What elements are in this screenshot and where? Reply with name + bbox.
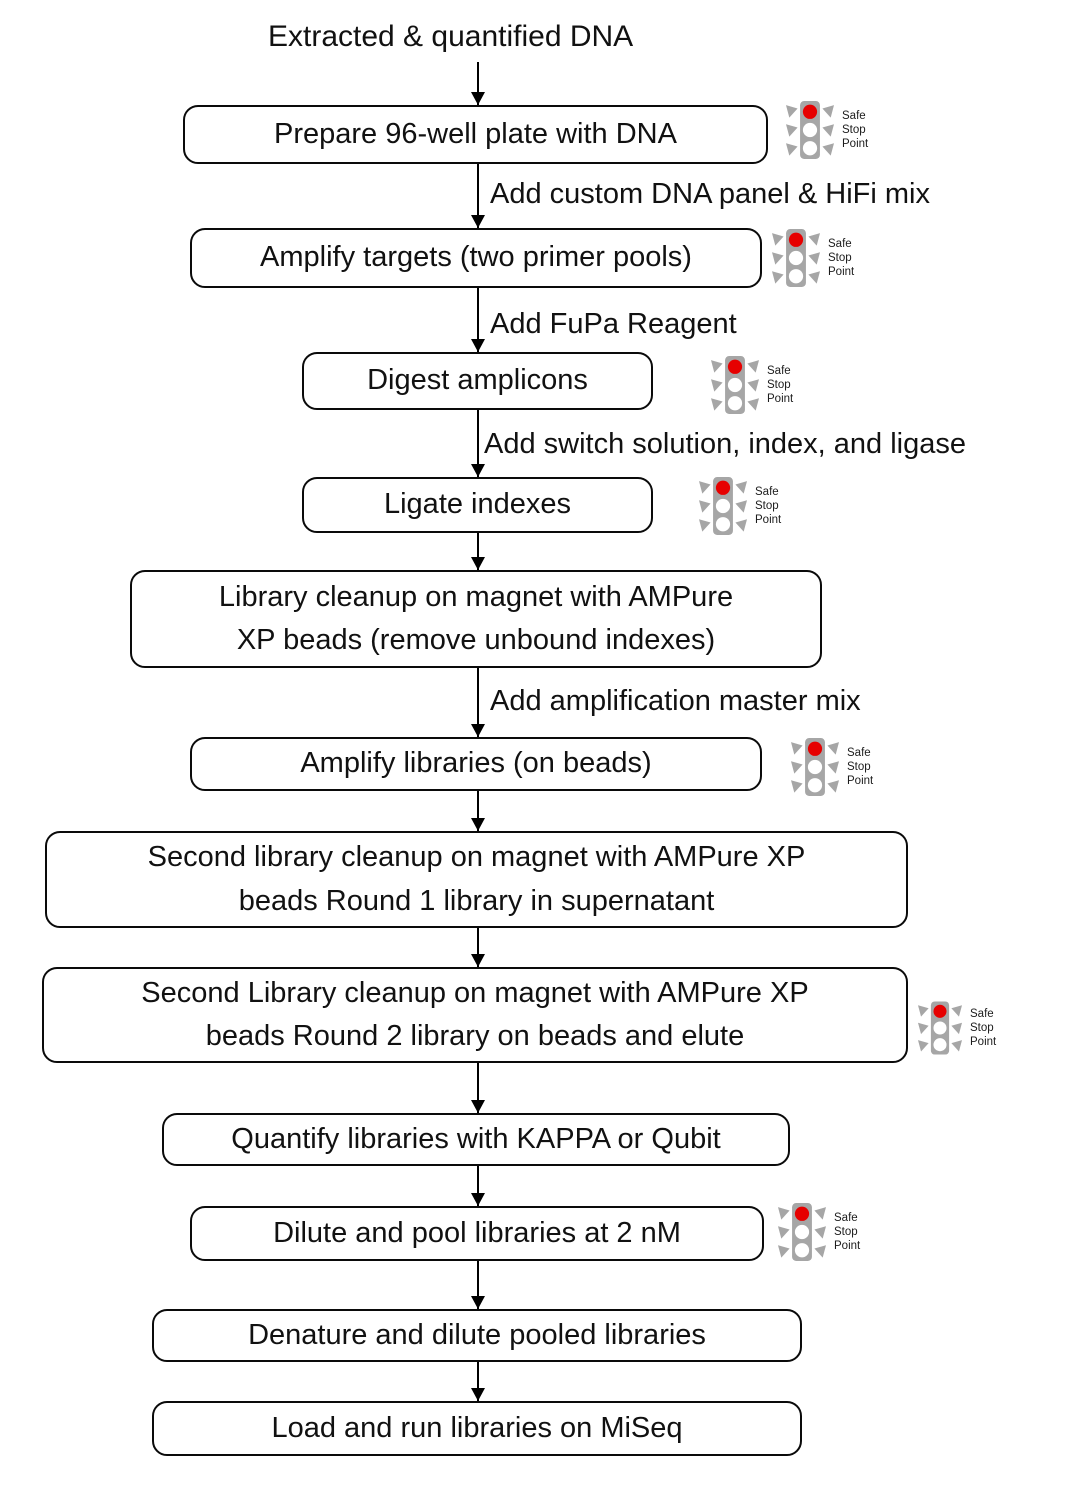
- flow-arrow-1: [471, 62, 485, 105]
- safe-stop-line: Stop: [767, 379, 791, 391]
- flow-arrow-11: [471, 1261, 485, 1309]
- safe-stop-line: Safe: [767, 365, 791, 377]
- safe-stop-line: Point: [755, 514, 782, 526]
- step-second-cleanup-round2: Second Library cleanup on magnet with AM…: [42, 967, 908, 1063]
- safe-stop-point-indicator-2: Safe Stop Point: [772, 229, 854, 287]
- step-prepare-plate: Prepare 96-well plate with DNA: [183, 105, 768, 164]
- flow-arrow-9: [471, 1063, 485, 1113]
- safe-stop-line: Safe: [847, 747, 871, 759]
- traffic-light-icon: [918, 1001, 962, 1055]
- safe-stop-point-label: Safe Stop Point: [834, 1211, 860, 1253]
- safe-stop-line: Stop: [970, 1022, 994, 1034]
- step-second-cleanup-round1: Second library cleanup on magnet with AM…: [45, 831, 908, 928]
- safe-stop-point-label: Safe Stop Point: [767, 364, 793, 406]
- step-load-run-miseq: Load and run libraries on MiSeq: [152, 1401, 802, 1456]
- safe-stop-point-label: Safe Stop Point: [970, 1007, 996, 1049]
- safe-stop-line: Point: [842, 138, 869, 150]
- safe-stop-line: Safe: [834, 1212, 858, 1224]
- flow-arrow-2: [471, 164, 485, 228]
- step-digest-amplicons: Digest amplicons: [302, 352, 653, 410]
- flow-arrow-4: [471, 410, 485, 477]
- flow-arrow-8: [471, 928, 485, 967]
- step-dilute-pool: Dilute and pool libraries at 2 nM: [190, 1206, 764, 1261]
- safe-stop-line: Point: [767, 393, 794, 405]
- safe-stop-line: Point: [847, 775, 874, 787]
- safe-stop-point-indicator-3: Safe Stop Point: [711, 356, 793, 414]
- traffic-light-icon: [786, 101, 834, 159]
- safe-stop-point-indicator-5: Safe Stop Point: [791, 738, 873, 796]
- flow-arrow-10: [471, 1166, 485, 1206]
- safe-stop-line: Safe: [755, 486, 779, 498]
- arrow-label-fupa-reagent: Add FuPa Reagent: [490, 308, 737, 340]
- safe-stop-point-indicator-6: Safe Stop Point: [918, 1001, 996, 1055]
- traffic-light-icon: [699, 477, 747, 535]
- traffic-light-icon: [791, 738, 839, 796]
- safe-stop-line: Point: [828, 266, 855, 278]
- safe-stop-line: Stop: [847, 761, 871, 773]
- safe-stop-line: Safe: [842, 110, 866, 122]
- flow-arrow-12: [471, 1362, 485, 1401]
- safe-stop-line: Stop: [828, 252, 852, 264]
- safe-stop-point-indicator-4: Safe Stop Point: [699, 477, 781, 535]
- traffic-light-icon: [778, 1203, 826, 1261]
- safe-stop-point-label: Safe Stop Point: [755, 485, 781, 527]
- arrow-label-custom-panel: Add custom DNA panel & HiFi mix: [490, 178, 930, 210]
- step-ligate-indexes: Ligate indexes: [302, 477, 653, 533]
- safe-stop-line: Point: [970, 1036, 997, 1048]
- arrow-label-switch-solution: Add switch solution, index, and ligase: [484, 428, 967, 460]
- safe-stop-point-indicator-7: Safe Stop Point: [778, 1203, 860, 1261]
- safe-stop-line: Stop: [834, 1226, 858, 1238]
- arrow-label-master-mix: Add amplification master mix: [490, 685, 861, 717]
- safe-stop-point-label: Safe Stop Point: [842, 109, 868, 151]
- safe-stop-point-label: Safe Stop Point: [828, 237, 854, 279]
- step-amplify-targets: Amplify targets (two primer pools): [190, 228, 762, 288]
- safe-stop-line: Point: [834, 1240, 861, 1252]
- step-denature-dilute: Denature and dilute pooled libraries: [152, 1309, 802, 1362]
- safe-stop-line: Safe: [970, 1008, 994, 1020]
- flow-arrow-6: [471, 668, 485, 737]
- step-amplify-libraries: Amplify libraries (on beads): [190, 737, 762, 791]
- step-library-cleanup: Library cleanup on magnet with AMPure XP…: [130, 570, 822, 668]
- safe-stop-line: Safe: [828, 238, 852, 250]
- flow-arrow-5: [471, 533, 485, 570]
- safe-stop-line: Stop: [755, 500, 779, 512]
- safe-stop-point-indicator-1: Safe Stop Point: [786, 101, 868, 159]
- flow-arrow-3: [471, 288, 485, 352]
- flow-arrow-7: [471, 790, 485, 831]
- traffic-light-icon: [772, 229, 820, 287]
- traffic-light-icon: [711, 356, 759, 414]
- safe-stop-point-label: Safe Stop Point: [847, 746, 873, 788]
- flow-start-label: Extracted & quantified DNA: [268, 20, 634, 53]
- step-quantify-libraries: Quantify libraries with KAPPA or Qubit: [162, 1113, 790, 1166]
- safe-stop-line: Stop: [842, 124, 866, 136]
